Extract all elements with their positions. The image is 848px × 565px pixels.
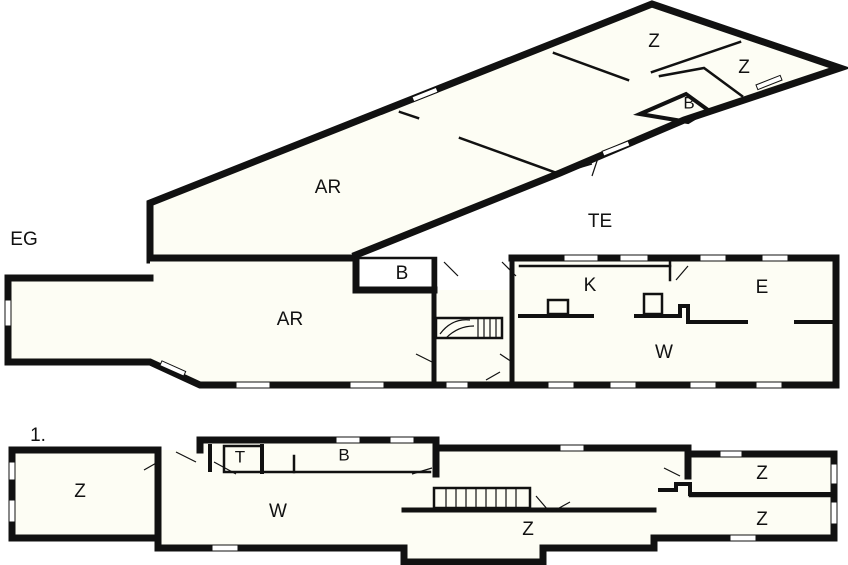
room-label-upper-z-left: Z (74, 481, 86, 502)
room-label-wing-ar: AR (315, 177, 341, 198)
floor-label: 1. (30, 425, 46, 446)
room-label-upper-z-right-bottom: Z (756, 509, 768, 530)
room-label-wing-z-top: Z (648, 31, 660, 52)
room-label-main-w: W (655, 342, 673, 363)
room-label-upper-z-center: Z (522, 519, 534, 540)
ground-floor-wing (146, 0, 848, 264)
room-label-upper-b: B (338, 445, 349, 464)
ground-floor-main (4, 254, 840, 389)
outside-label-te: TE (588, 211, 612, 232)
outside-label-eg: EG (10, 229, 37, 250)
room-label-wing-b: B (683, 93, 694, 112)
room-label-main-k: K (584, 275, 597, 296)
upper-floor (8, 436, 838, 565)
room-label-upper-w: W (269, 501, 287, 522)
room-label-main-e: E (756, 277, 769, 298)
room-label-main-ar: AR (277, 309, 303, 330)
room-label-upper-t: T (235, 447, 245, 466)
room-label-wing-z-right: Z (738, 57, 750, 78)
room-label-upper-z-right-top: Z (756, 463, 768, 484)
room-label-main-b: B (396, 263, 409, 284)
